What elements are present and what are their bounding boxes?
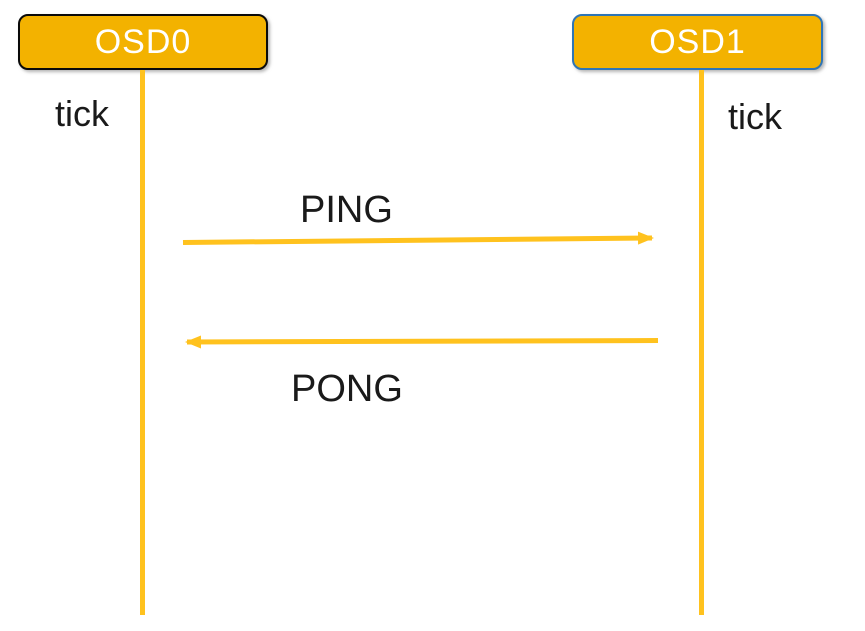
message-label-ping: PING [300,189,393,231]
tick-label-osd1: tick [728,96,782,137]
actor-label-osd0: OSD0 [94,22,192,61]
lifeline-osd1 [699,70,704,615]
pong-arrow [185,335,659,349]
lifeline-osd0 [140,70,145,615]
tick-label-osd0: tick [55,93,109,134]
actor-box-osd0: OSD0 [18,14,268,70]
ping-arrow [182,231,654,245]
message-label-pong: PONG [291,368,403,410]
actor-box-osd1: OSD1 [572,14,823,70]
actor-label-osd1: OSD1 [649,22,746,61]
